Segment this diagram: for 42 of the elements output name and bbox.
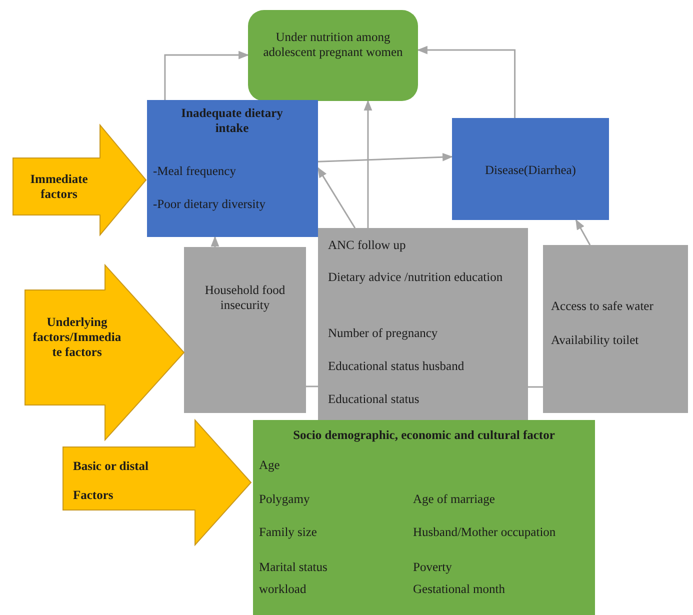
connector-line xyxy=(528,386,543,388)
heading-text: Socio demographic, economic and cultural factor xyxy=(292,428,556,443)
factor-text: Age of marriage xyxy=(413,492,496,507)
factor-box xyxy=(452,118,609,220)
factor-box xyxy=(253,420,595,615)
factor-text: Disease(Diarrhea) xyxy=(484,163,577,178)
factor-text: Poverty xyxy=(413,560,453,575)
factor-text: Availability toilet xyxy=(551,333,640,348)
arrow xyxy=(416,46,516,118)
factor-text: -Meal frequency xyxy=(153,164,237,179)
factor-text: Access to safe water xyxy=(551,299,654,314)
factor-text: Husband/Mother occupation xyxy=(413,525,557,540)
factor-text: Dietary advice /nutrition education xyxy=(328,270,504,285)
factor-text: Family size xyxy=(259,525,318,540)
factor-text: Educational status husband xyxy=(328,359,466,374)
factor-text: Educational status xyxy=(328,392,420,407)
factor-text: Gestational month xyxy=(413,582,506,597)
level-label: Basic or distal Factors xyxy=(73,458,150,504)
arrow xyxy=(317,167,356,228)
factor-text: Marital status xyxy=(259,560,328,575)
arrow xyxy=(164,50,250,100)
factor-text: Number of pregnancy xyxy=(328,326,439,341)
arrow xyxy=(364,100,372,228)
level-label: Immediate factors xyxy=(29,172,89,202)
factor-box xyxy=(543,245,688,413)
arrow xyxy=(575,219,591,246)
factor-box xyxy=(147,100,318,237)
factor-text: Polygamy xyxy=(259,492,311,507)
level-label: Underlying factors/Immedia te factors xyxy=(32,315,122,360)
factor-text: ANC follow up xyxy=(328,238,407,253)
outcome-box xyxy=(248,10,418,101)
arrow xyxy=(318,152,454,162)
factor-text: Age xyxy=(259,458,281,473)
factor-text: -Poor dietary diversity xyxy=(153,197,266,212)
factor-text: workload xyxy=(259,582,308,597)
connector-line xyxy=(306,386,318,388)
factor-text: Household food insecurity xyxy=(204,283,286,313)
arrow xyxy=(210,236,220,247)
heading-text: Inadequate dietary intake xyxy=(180,106,284,136)
heading-text: Under nutrition among adolescent pregnant women xyxy=(262,30,404,60)
factor-box xyxy=(318,228,528,420)
factor-box xyxy=(184,247,306,413)
